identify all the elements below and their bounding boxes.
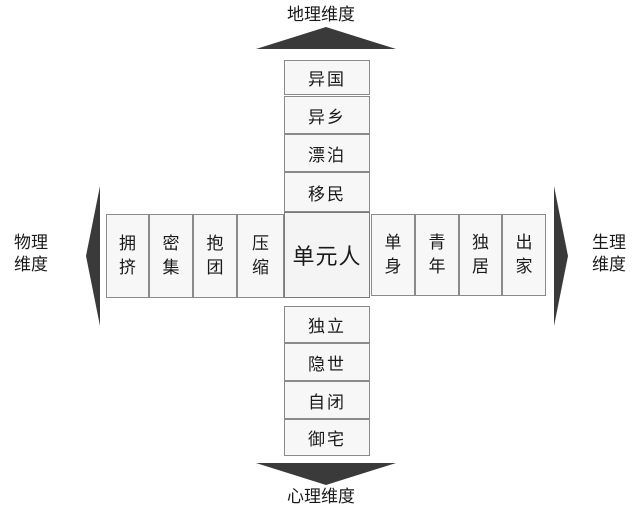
right-item-cell: 单 身: [371, 214, 415, 296]
right-item-char: 年: [428, 257, 446, 277]
left-item-char: 集: [162, 258, 180, 278]
left-item-cell: 压 缩: [237, 214, 284, 298]
left-item-cell: 密 集: [149, 214, 193, 298]
axis-label-left: 物理 维度: [6, 232, 56, 276]
right-item-char: 出: [515, 233, 533, 253]
axis-label-top: 地理维度: [287, 5, 355, 25]
left-item-cell: 拥 挤: [106, 214, 149, 298]
top-item-cell: 异国: [284, 60, 370, 95]
arrow-up-icon: [256, 27, 396, 49]
right-item-char: 单: [384, 233, 402, 253]
right-item-cell: 青 年: [415, 214, 459, 296]
axis-label-left-line1: 物理: [14, 233, 48, 253]
right-item-cell: 出 家: [502, 214, 546, 296]
bottom-item-cell: 御宅: [284, 419, 370, 456]
bottom-item-cell: 隐世: [284, 343, 370, 381]
axis-label-right: 生理 维度: [584, 232, 634, 276]
arrow-down-icon: [256, 463, 396, 485]
left-item-char: 团: [206, 258, 224, 278]
axis-label-bottom: 心理维度: [287, 487, 355, 507]
axis-label-right-line2: 维度: [592, 255, 626, 275]
left-item-char: 拥: [119, 234, 136, 254]
left-item-char: 抱: [206, 234, 224, 254]
axis-label-right-line1: 生理: [592, 233, 626, 253]
left-item-char: 缩: [252, 258, 269, 278]
bottom-item-cell: 自闭: [284, 381, 370, 419]
left-item-char: 密: [162, 234, 180, 254]
top-item-cell: 移民: [284, 172, 370, 212]
right-item-char: 青: [428, 233, 446, 253]
axis-label-left-line2: 维度: [14, 255, 48, 275]
arrow-right-icon: [554, 186, 568, 326]
bottom-item-cell: 独立: [284, 306, 370, 343]
center-cell: 单元人: [284, 212, 370, 298]
right-item-char: 独: [472, 233, 489, 253]
arrow-left-icon: [86, 186, 100, 326]
right-item-cell: 独 居: [459, 214, 502, 296]
right-item-char: 居: [472, 257, 489, 277]
top-item-cell: 漂泊: [284, 134, 370, 172]
top-item-cell: 异乡: [284, 96, 370, 134]
right-item-char: 家: [515, 257, 533, 277]
right-item-char: 身: [384, 257, 402, 277]
left-item-char: 压: [252, 234, 269, 254]
left-item-char: 挤: [119, 258, 136, 278]
left-item-cell: 抱 团: [193, 214, 237, 298]
